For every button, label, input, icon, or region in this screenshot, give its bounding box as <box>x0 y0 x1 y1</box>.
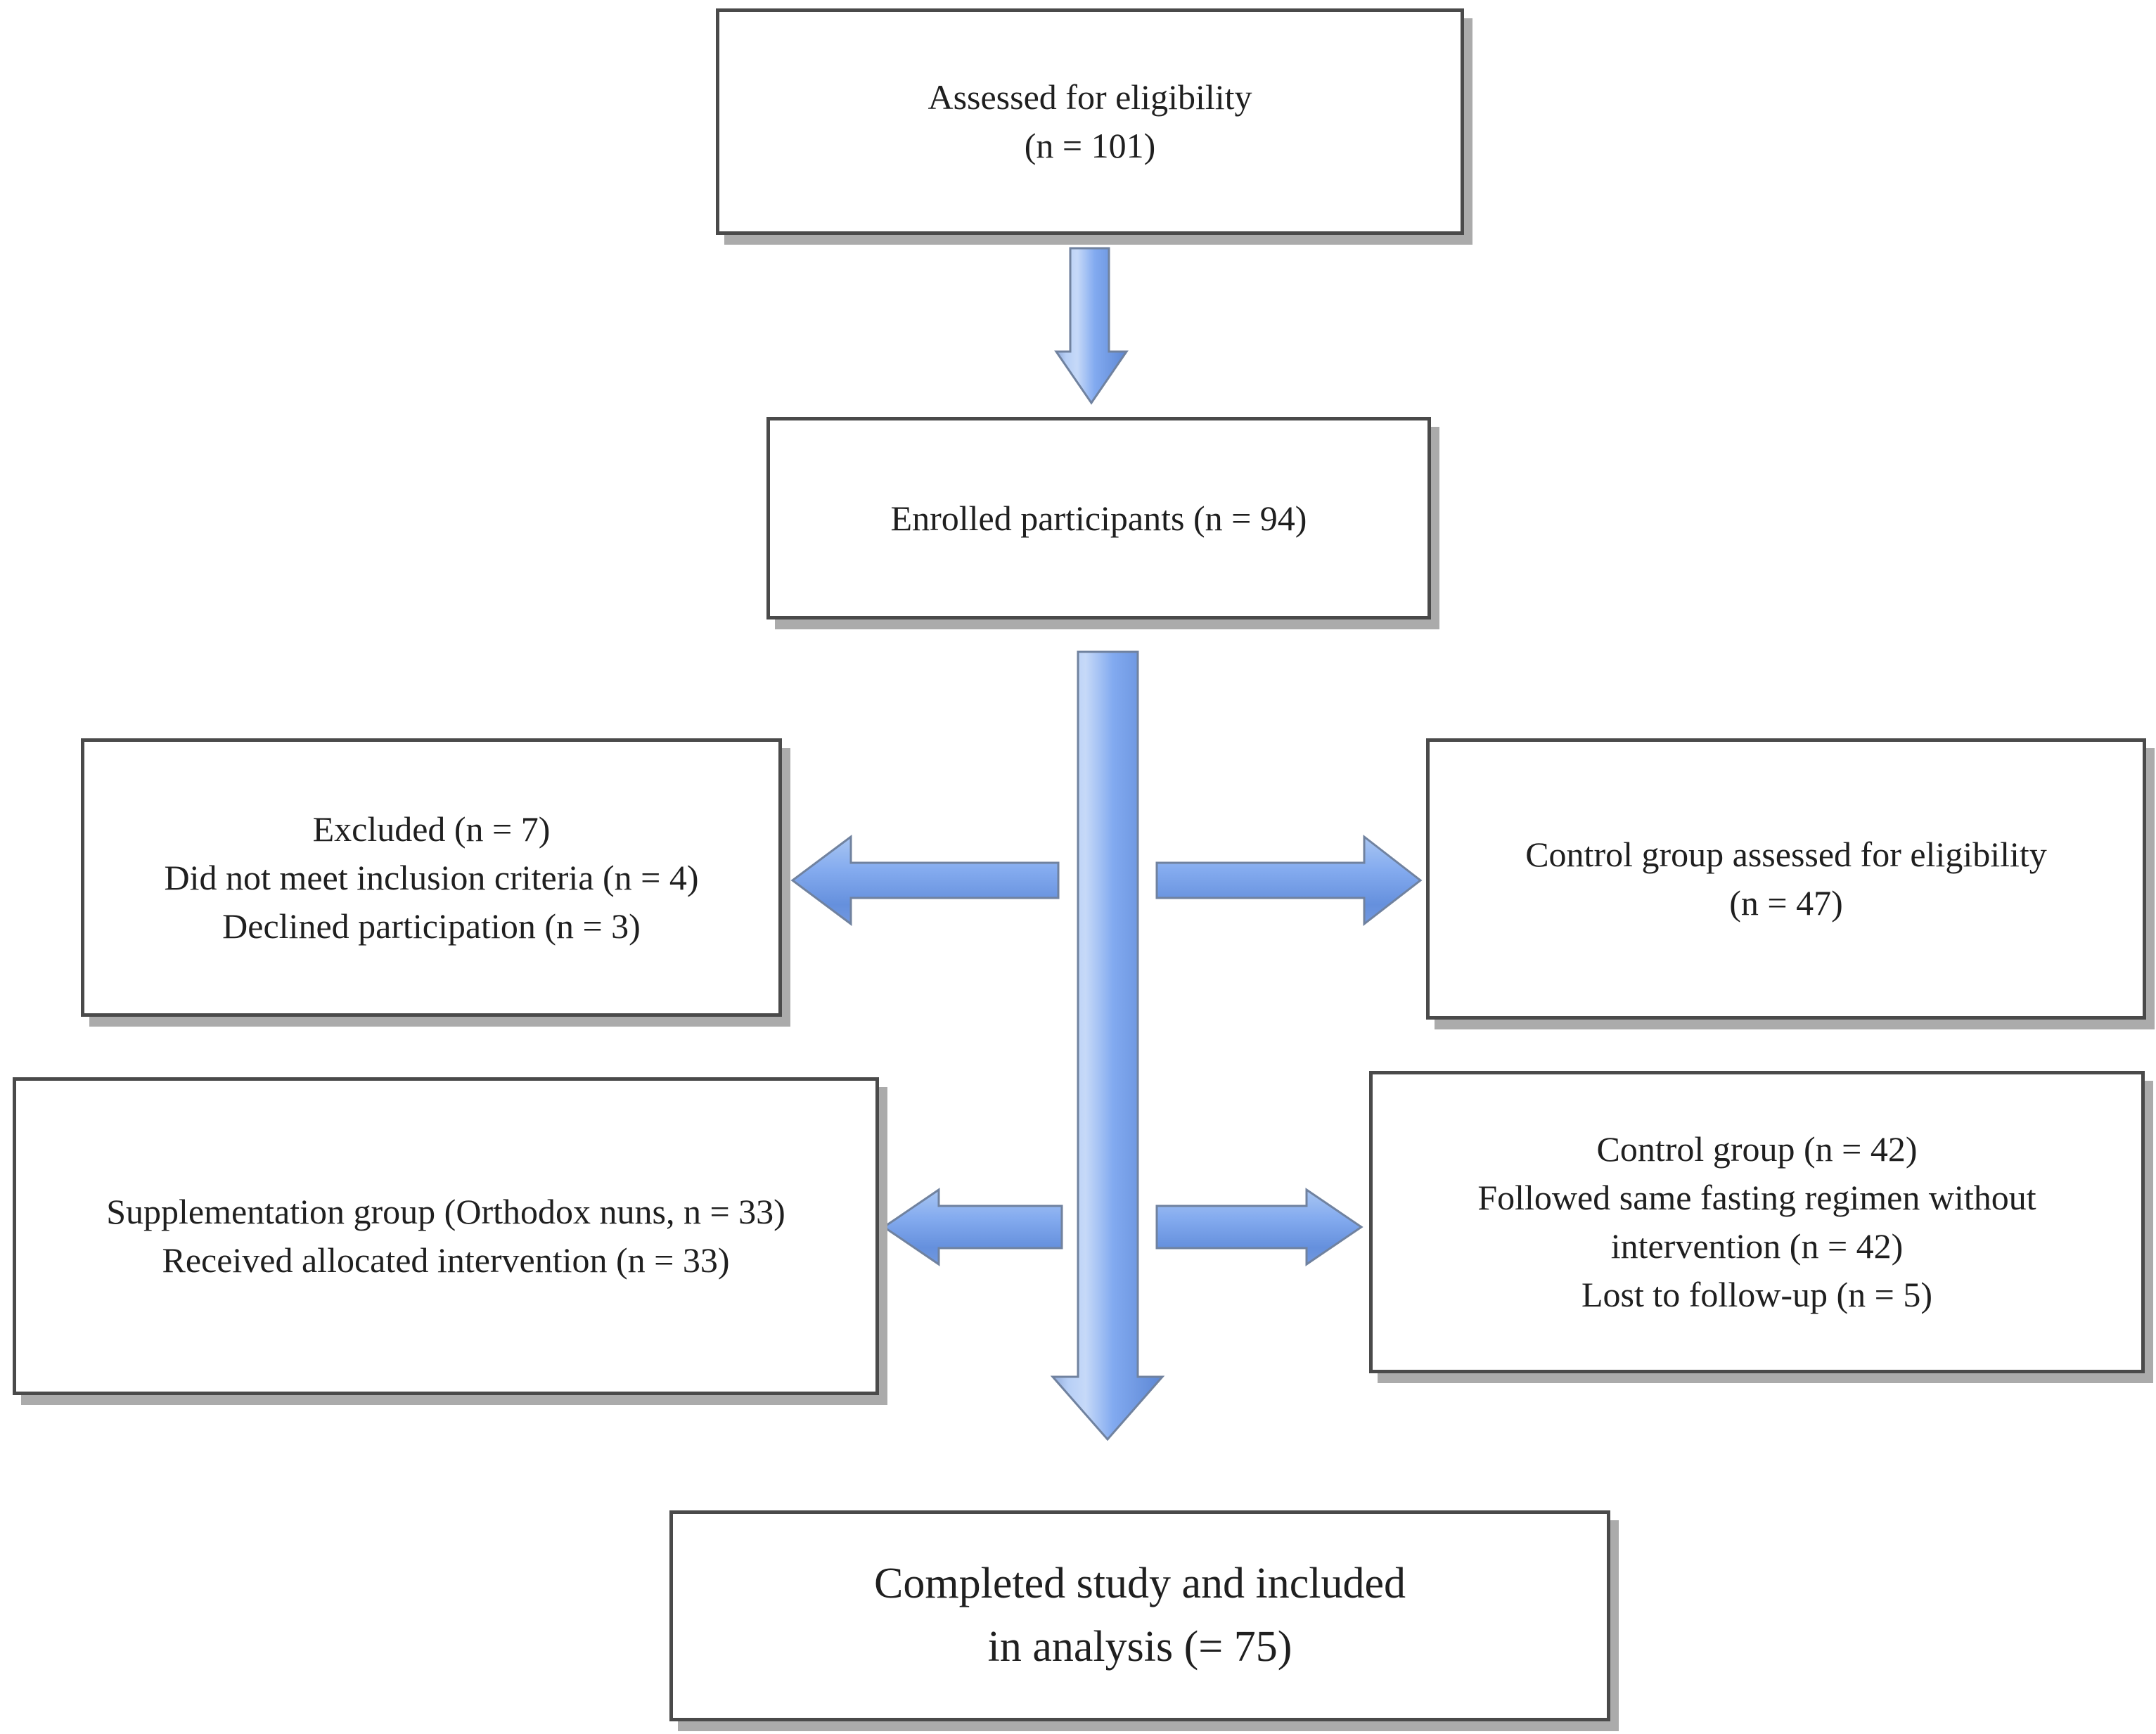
box-completed-line-2: in analysis (= 75) <box>987 1623 1292 1671</box>
box-control-group-line-3: intervention (n = 42) <box>1610 1226 1904 1266</box>
arrow-to-supplementation-icon <box>882 1188 1063 1266</box>
arrow-to-control-group-icon <box>1155 1188 1363 1266</box>
box-control-group-line-2: Followed same fasting regimen without <box>1477 1178 2036 1217</box>
box-enrolled-line-1: Enrolled participants (n = 94) <box>890 498 1307 538</box>
box-control-assessed-line-2: (n = 47) <box>1729 883 1843 923</box>
box-control-group-assessed: Control group assessed for eligibility (… <box>1426 738 2146 1020</box>
arrow-main-flow-down-icon <box>1050 650 1165 1441</box>
box-control-assessed-line-1: Control group assessed for eligibility <box>1525 835 2047 874</box>
box-control-group-line-4: Lost to follow-up (n = 5) <box>1581 1275 1932 1314</box>
box-excluded-line-1: Excluded (n = 7) <box>312 809 551 849</box>
arrow-to-control-assessed-icon <box>1155 834 1423 927</box>
arrow-assessed-to-enrolled-icon <box>1054 247 1129 405</box>
box-assessed-for-eligibility: Assessed for eligibility (n = 101) <box>716 8 1464 235</box>
box-excluded-line-2: Did not meet inclusion criteria (n = 4) <box>164 857 699 897</box>
box-completed-line-1: Completed study and included <box>874 1560 1406 1608</box>
box-excluded: Excluded (n = 7) Did not meet inclusion … <box>81 738 782 1017</box>
arrow-to-excluded-icon <box>790 835 1060 926</box>
box-excluded-line-3: Declined participation (n = 3) <box>222 906 641 946</box>
box-supplementation-line-1: Supplementation group (Orthodox nuns, n … <box>106 1192 785 1231</box>
box-supplementation-group: Supplementation group (Orthodox nuns, n … <box>13 1077 879 1395</box>
box-supplementation-line-2: Received allocated intervention (n = 33) <box>162 1240 730 1280</box>
box-control-group: Control group (n = 42) Followed same fas… <box>1369 1071 2145 1373</box>
box-assessed-line-2: (n = 101) <box>1024 126 1156 165</box>
box-enrolled-participants: Enrolled participants (n = 94) <box>766 417 1431 619</box>
box-completed-study: Completed study and included in analysis… <box>669 1510 1610 1721</box>
box-control-group-line-1: Control group (n = 42) <box>1596 1129 1918 1169</box>
box-assessed-line-1: Assessed for eligibility <box>928 77 1252 117</box>
